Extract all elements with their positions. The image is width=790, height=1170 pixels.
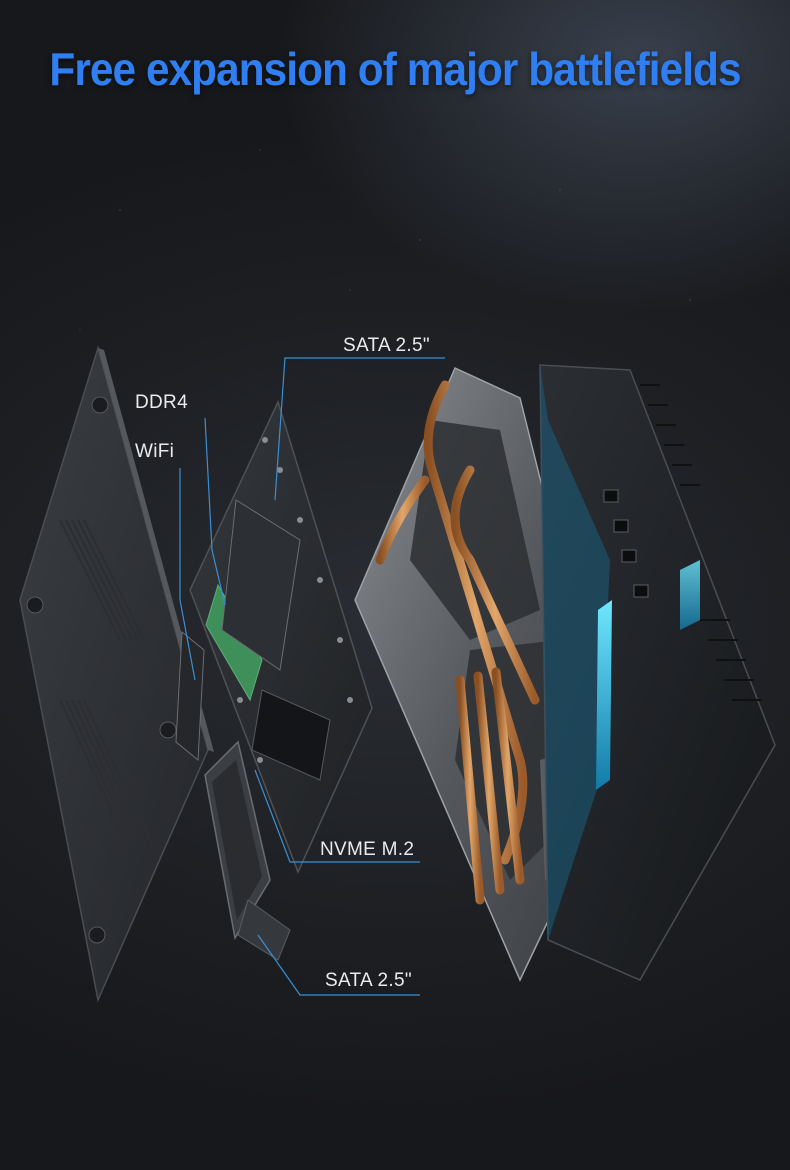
callout-wifi: WiFi	[135, 441, 175, 462]
motherboard	[175, 399, 373, 874]
callout-ddr4: DDR4	[135, 392, 188, 413]
page-title-text: Free expansion of major battlefields	[49, 43, 741, 95]
callout-sata-bottom: SATA 2.5"	[325, 970, 412, 991]
page-title: Free expansion of major battlefields	[32, 42, 759, 96]
callout-nvme: NVME M.2	[320, 839, 415, 860]
callout-leader-lines	[179, 357, 445, 996]
callout-sata-top: SATA 2.5"	[343, 335, 430, 356]
sata-drive-bottom	[204, 740, 291, 961]
chassis	[539, 364, 776, 981]
